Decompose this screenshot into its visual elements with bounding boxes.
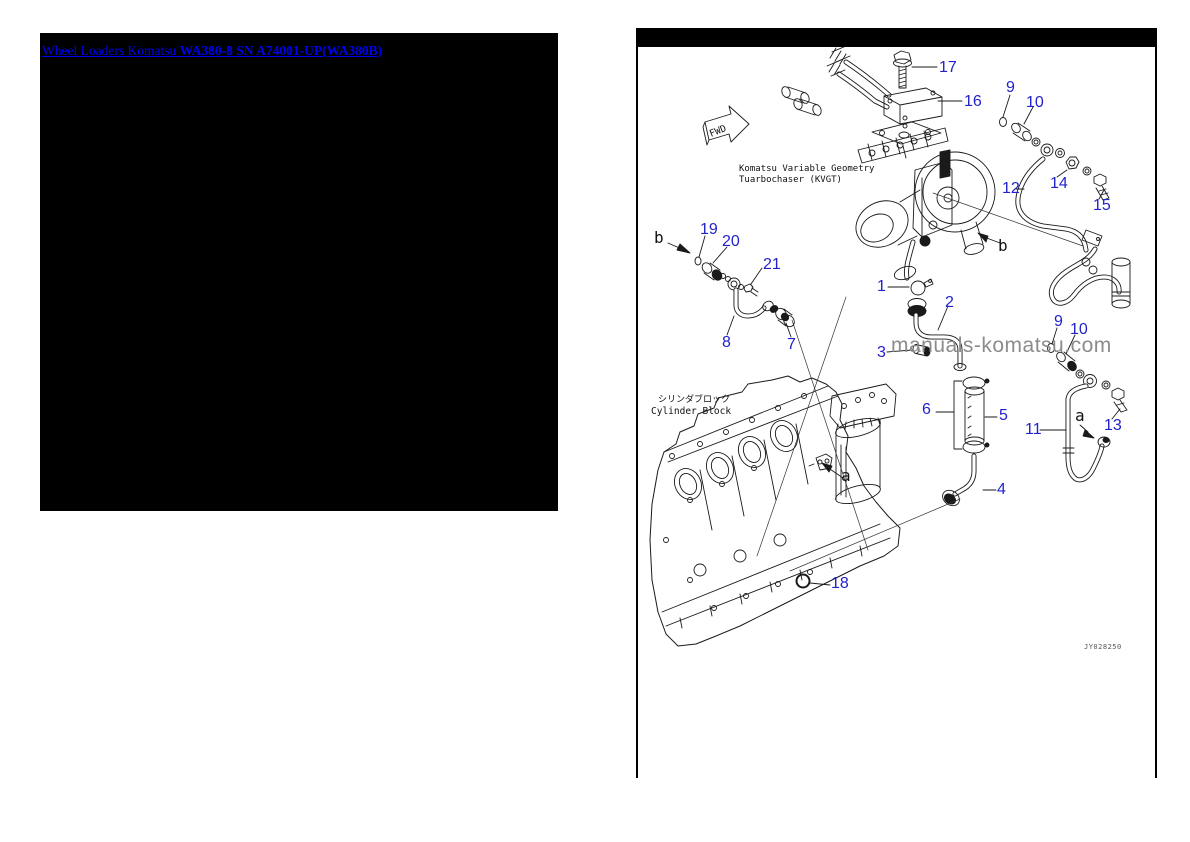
callout-9-mid: 9 xyxy=(1054,313,1063,330)
turbo-caption-line2: Tuarbochaser (KVGT) xyxy=(739,174,842,185)
callout-16: 16 xyxy=(964,93,982,110)
callout-1: 1 xyxy=(877,278,886,295)
fwd-arrow-icon xyxy=(704,105,750,143)
view-label-b-right: b xyxy=(998,236,1008,255)
callout-20: 20 xyxy=(722,233,740,250)
callout-18: 18 xyxy=(831,575,849,592)
callout-17: 17 xyxy=(939,59,957,76)
cylinder-block-caption-jp: シリンダブロック xyxy=(658,395,731,405)
callout-5: 5 xyxy=(999,407,1008,424)
cylinder-block-caption-en: Cylinder Block xyxy=(651,406,732,417)
callout-2: 2 xyxy=(945,294,954,311)
view-label-a-right: a xyxy=(1075,406,1085,425)
left-content-panel: Wheel Loaders Komatsu WA380-8 SN A74001-… xyxy=(40,33,558,511)
view-label-b-left: b xyxy=(654,228,664,247)
callout-10-mid: 10 xyxy=(1070,321,1088,338)
callout-15: 15 xyxy=(1093,197,1111,214)
callout-10-top: 10 xyxy=(1026,94,1044,111)
callout-3: 3 xyxy=(877,344,886,361)
breadcrumb-model-link[interactable]: Wheel Loaders Komatsu WA380-8 SN A74001-… xyxy=(42,43,382,59)
view-label-a-left: a xyxy=(841,466,851,485)
watermark: manuals-komatsu.com xyxy=(891,334,1112,357)
turbo-caption-line1: Komatsu Variable Geometry xyxy=(739,164,875,174)
drawing-code: JY028250 xyxy=(1084,643,1122,651)
diagram-header-bar xyxy=(638,28,1155,47)
callout-8: 8 xyxy=(722,334,731,351)
callout-12: 12 xyxy=(1002,180,1020,197)
callout-11: 11 xyxy=(1025,421,1042,438)
fwd-arrow-label: FWD xyxy=(708,123,728,140)
link-model[interactable]: WA380-8 SN A74001-UP(WA380B) xyxy=(179,43,383,58)
callout-6: 6 xyxy=(922,401,931,418)
callout-19: 19 xyxy=(700,221,718,238)
callout-14: 14 xyxy=(1050,175,1068,192)
callout-7: 7 xyxy=(787,336,796,353)
parts-diagram-art: FWD xyxy=(649,47,1131,647)
callout-4: 4 xyxy=(997,481,1006,498)
callout-13: 13 xyxy=(1104,417,1122,434)
callout-21: 21 xyxy=(763,256,781,273)
callout-9-top: 9 xyxy=(1006,79,1015,96)
link-prefix[interactable]: Wheel Loaders Komatsu xyxy=(42,43,180,58)
